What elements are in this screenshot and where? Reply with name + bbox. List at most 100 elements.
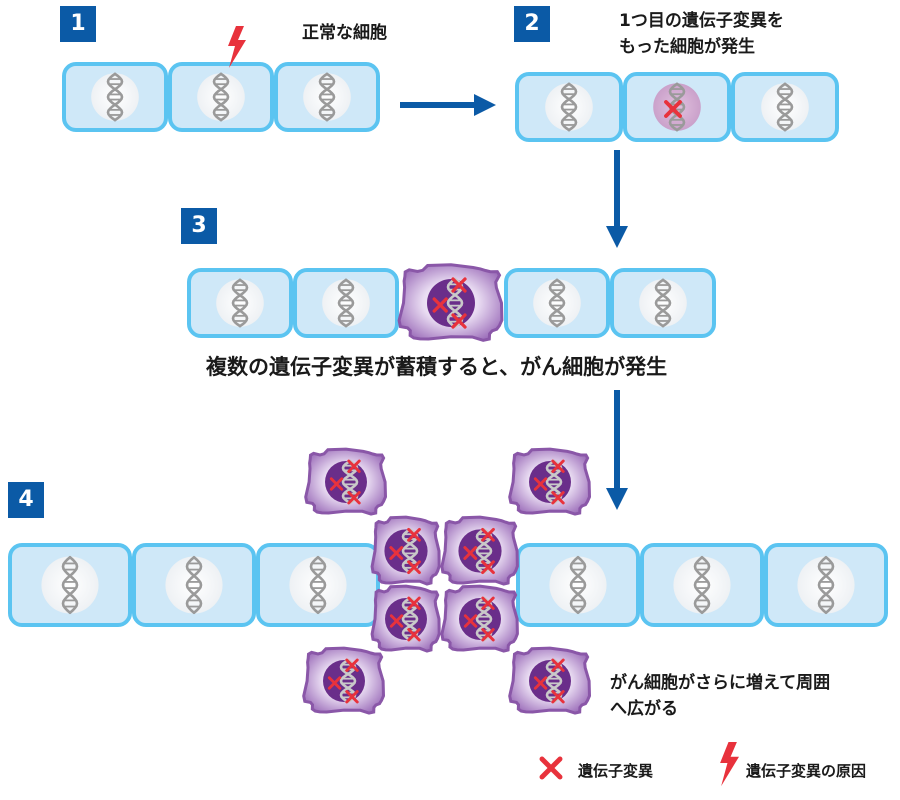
dna-helix-icon (337, 278, 355, 328)
nucleus (322, 279, 370, 327)
step-4-cell-left-2 (132, 543, 256, 627)
mutation-x-icon (407, 628, 421, 642)
nucleus (673, 556, 731, 614)
step-4-cell-right-3 (764, 543, 888, 627)
step-4-cell-right-2 (640, 543, 764, 627)
dna-helix-icon (61, 556, 79, 614)
arrow-step-2-to-3 (606, 150, 628, 248)
mutation-x-icon (329, 477, 344, 491)
nucleus (549, 556, 607, 614)
cancer-nucleus (529, 461, 571, 503)
nucleus (216, 279, 264, 327)
cancer-nucleus (325, 461, 367, 503)
step-4-cancer-cell-bottom-right (508, 646, 592, 715)
nucleus (197, 73, 245, 121)
mutation-x-icon (481, 560, 495, 575)
mutation-x-icon (533, 676, 548, 690)
arrow-step-1-to-2 (400, 94, 496, 116)
step-2-cell-3 (731, 72, 839, 142)
step-3-cell-1 (187, 268, 293, 338)
legend-lightning-bolt-icon (720, 742, 739, 787)
nucleus (761, 83, 809, 131)
step-4-cancer-cell-center-4 (440, 584, 519, 653)
step-2-mutant-cell (623, 72, 731, 142)
step-4-cell-right-1 (516, 543, 640, 627)
mutation-x-icon (451, 277, 467, 293)
mutation-x-icon (463, 546, 478, 560)
step-4-cancer-cell-bottom-left (302, 646, 386, 715)
step-4-caption-line-2: へ広がる (610, 699, 678, 719)
nucleus (797, 556, 855, 614)
step-1-cell-1 (62, 62, 168, 132)
mutation-x-icon (407, 560, 421, 575)
mutation-x-icon (407, 527, 421, 542)
mutation-x-icon (664, 100, 682, 118)
legend-mutation-x-icon (539, 756, 563, 780)
step-2-cell-1 (515, 72, 623, 142)
step-4-cancer-cell-top-right (508, 447, 592, 516)
nucleus (41, 556, 99, 614)
dna-helix-icon (569, 556, 587, 614)
step-1-cell-2 (168, 62, 274, 132)
cancer-nucleus (384, 529, 428, 573)
step-3-cell-2 (293, 268, 399, 338)
step-3-caption: 複数の遺伝子変異が蓄積すると、がん細胞が発生 (206, 355, 668, 379)
mutation-x-icon (551, 491, 565, 505)
cancer-nucleus (529, 660, 571, 702)
step-4-cancer-cell-top-left (304, 447, 388, 516)
step-3-cell-4 (504, 268, 610, 338)
mutation-x-icon (347, 459, 361, 473)
nucleus (639, 279, 687, 327)
step-3-cell-5 (610, 268, 716, 338)
mutation-x-icon (551, 459, 565, 473)
step-1-lightning-bolt-icon (228, 26, 246, 68)
step-4-cancer-cell-center-2 (440, 515, 519, 586)
dna-helix-icon (817, 556, 835, 614)
mutation-x-icon (481, 527, 495, 542)
nucleus (545, 83, 593, 131)
cancer-nucleus (427, 279, 475, 327)
dna-helix-icon (212, 72, 230, 122)
step-4-cell-left-3 (256, 543, 380, 627)
step-4-cancer-cell-center-3 (370, 584, 441, 653)
dna-helix-icon (106, 72, 124, 122)
mutation-x-icon (551, 658, 565, 672)
mutation-x-icon (327, 676, 342, 690)
legend-cause-label: 遺伝子変異の原因 (746, 762, 867, 780)
mutation-x-icon (407, 596, 421, 610)
mutation-x-icon (345, 690, 359, 704)
cancer-nucleus (458, 529, 502, 573)
mutation-x-icon (345, 658, 359, 672)
mutation-x-icon (389, 546, 404, 560)
mutation-x-icon (481, 628, 495, 642)
cancer-nucleus (459, 598, 501, 640)
dna-helix-icon (654, 278, 672, 328)
dna-helix-icon (318, 72, 336, 122)
dna-helix-icon (693, 556, 711, 614)
legend-mutation-label: 遺伝子変異 (578, 762, 654, 780)
step-3-badge: 3 (181, 208, 217, 244)
step-4-cell-left-1 (8, 543, 132, 627)
nucleus (91, 73, 139, 121)
nucleus (165, 556, 223, 614)
step-4-cancer-cell-center-1 (370, 515, 441, 586)
cancer-nucleus (323, 660, 365, 702)
dna-helix-icon (231, 278, 249, 328)
step-2-badge: 2 (514, 6, 550, 42)
mutation-x-icon (463, 614, 478, 628)
nucleus (533, 279, 581, 327)
flow-arrows (400, 94, 628, 510)
nucleus (303, 73, 351, 121)
dna-helix-icon (548, 278, 566, 328)
step-2-caption-line-1: 1つ目の遺伝子変異を (619, 11, 784, 31)
nucleus (289, 556, 347, 614)
step-1-caption: 正常な細胞 (302, 23, 387, 43)
dna-helix-icon (309, 556, 327, 614)
arrow-step-3-to-4 (606, 390, 628, 510)
dna-helix-icon (185, 556, 203, 614)
step-2-caption-line-2: もった細胞が発生 (619, 37, 755, 57)
mutation-x-icon (551, 690, 565, 704)
mutation-x-icon (451, 313, 467, 329)
step-3-cancer-cell (397, 263, 504, 342)
mutation-x-icon (347, 491, 361, 505)
